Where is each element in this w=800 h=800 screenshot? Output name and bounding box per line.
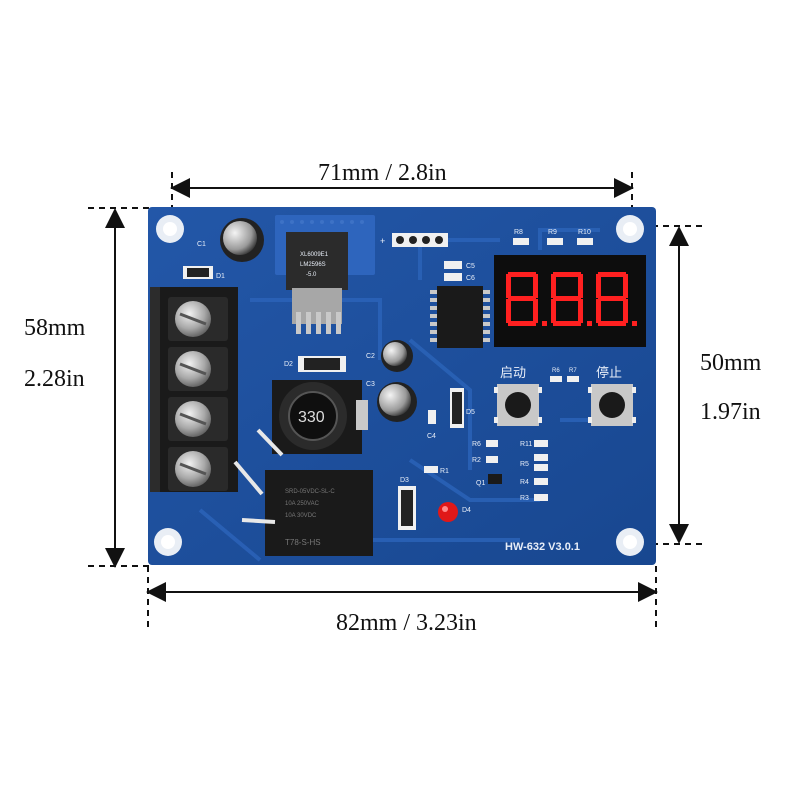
- board-model-label: HW-632 V3.0.1: [505, 541, 580, 553]
- capacitor-c2: C2: [366, 340, 413, 372]
- inductor-marking: 330: [298, 409, 325, 426]
- regulator-text-2: LM2596S: [300, 262, 326, 268]
- svg-text:D1: D1: [216, 273, 225, 280]
- svg-text:R6: R6: [472, 441, 481, 448]
- svg-text:R10: R10: [578, 229, 591, 236]
- start-button: [494, 384, 542, 426]
- svg-text:C1: C1: [197, 241, 206, 248]
- svg-text:D2: D2: [284, 361, 293, 368]
- transistor-q1: Q1: [476, 474, 502, 487]
- svg-text:C6: C6: [466, 275, 475, 282]
- svg-text:D4: D4: [462, 507, 471, 514]
- svg-text:R1: R1: [440, 468, 449, 475]
- relay-text-2: 10A 250VAC: [285, 501, 320, 507]
- left-height-in-label: 2.28in: [24, 366, 85, 392]
- inductor: 330: [272, 380, 368, 454]
- diode-d1: D1: [183, 266, 225, 280]
- left-height-mm-label: 58mm: [24, 315, 86, 341]
- stop-button: [588, 384, 636, 426]
- voltage-regulator: XL6009E1 LM2596S -5.0: [275, 215, 375, 334]
- svg-text:C4: C4: [427, 433, 436, 440]
- svg-text:Q1: Q1: [476, 480, 485, 487]
- resistor-array: R6 R2 R11 R5 R4 R3: [472, 440, 548, 502]
- stop-button-label: 停止: [596, 365, 622, 380]
- svg-text:C3: C3: [366, 381, 375, 388]
- capacitor-c4: C4: [427, 410, 436, 440]
- svg-text:R5: R5: [520, 461, 529, 468]
- svg-text:+: +: [380, 236, 385, 246]
- relay: SRD-05VDC-SL-C 10A 250VAC 10A 30VDC T78-…: [265, 470, 373, 556]
- resistors-top: R8 R9 R10: [513, 229, 593, 245]
- svg-text:D3: D3: [400, 477, 409, 484]
- relay-text-1: SRD-05VDC-SL-C: [285, 489, 335, 495]
- svg-text:D5: D5: [466, 409, 475, 416]
- pin-header: +: [380, 233, 448, 247]
- bottom-width-label: 82mm / 3.23in: [336, 610, 477, 636]
- regulator-text-1: XL6009E1: [300, 252, 329, 258]
- terminal-block: [150, 287, 238, 492]
- right-height-mm-label: 50mm: [700, 350, 762, 376]
- seven-segment-display: [494, 255, 646, 347]
- svg-text:R3: R3: [520, 495, 529, 502]
- led-d4: D4: [438, 502, 471, 522]
- right-height-in-label: 1.97in: [700, 399, 761, 425]
- svg-text:R4: R4: [520, 479, 529, 486]
- diode-d3: D3: [398, 477, 416, 530]
- svg-text:R6: R6: [552, 368, 560, 374]
- pcb-board: XL6009E1 LM2596S -5.0 + C1 D1 D2: [148, 207, 656, 565]
- svg-text:R2: R2: [472, 457, 481, 464]
- relay-text-3: 10A 30VDC: [285, 513, 317, 519]
- start-button-label: 启动: [500, 365, 526, 380]
- svg-text:R9: R9: [548, 229, 557, 236]
- svg-text:C2: C2: [366, 353, 375, 360]
- capacitor-c3: C3: [366, 381, 417, 422]
- regulator-text-3: -5.0: [306, 272, 317, 278]
- relay-model: T78-S-HS: [285, 538, 321, 547]
- capacitor-c1: C1: [197, 218, 264, 262]
- svg-text:R8: R8: [514, 229, 523, 236]
- diode-d5: D5: [450, 388, 475, 428]
- svg-text:C5: C5: [466, 263, 475, 270]
- diode-d2: D2: [284, 356, 346, 372]
- svg-text:R11: R11: [520, 441, 532, 448]
- microcontroller-chip: [430, 286, 490, 348]
- capacitor-c5-c6: C5 C6: [444, 261, 475, 282]
- mounting-holes: [154, 215, 644, 556]
- jumper-wires: [233, 428, 284, 524]
- svg-text:R7: R7: [569, 368, 577, 374]
